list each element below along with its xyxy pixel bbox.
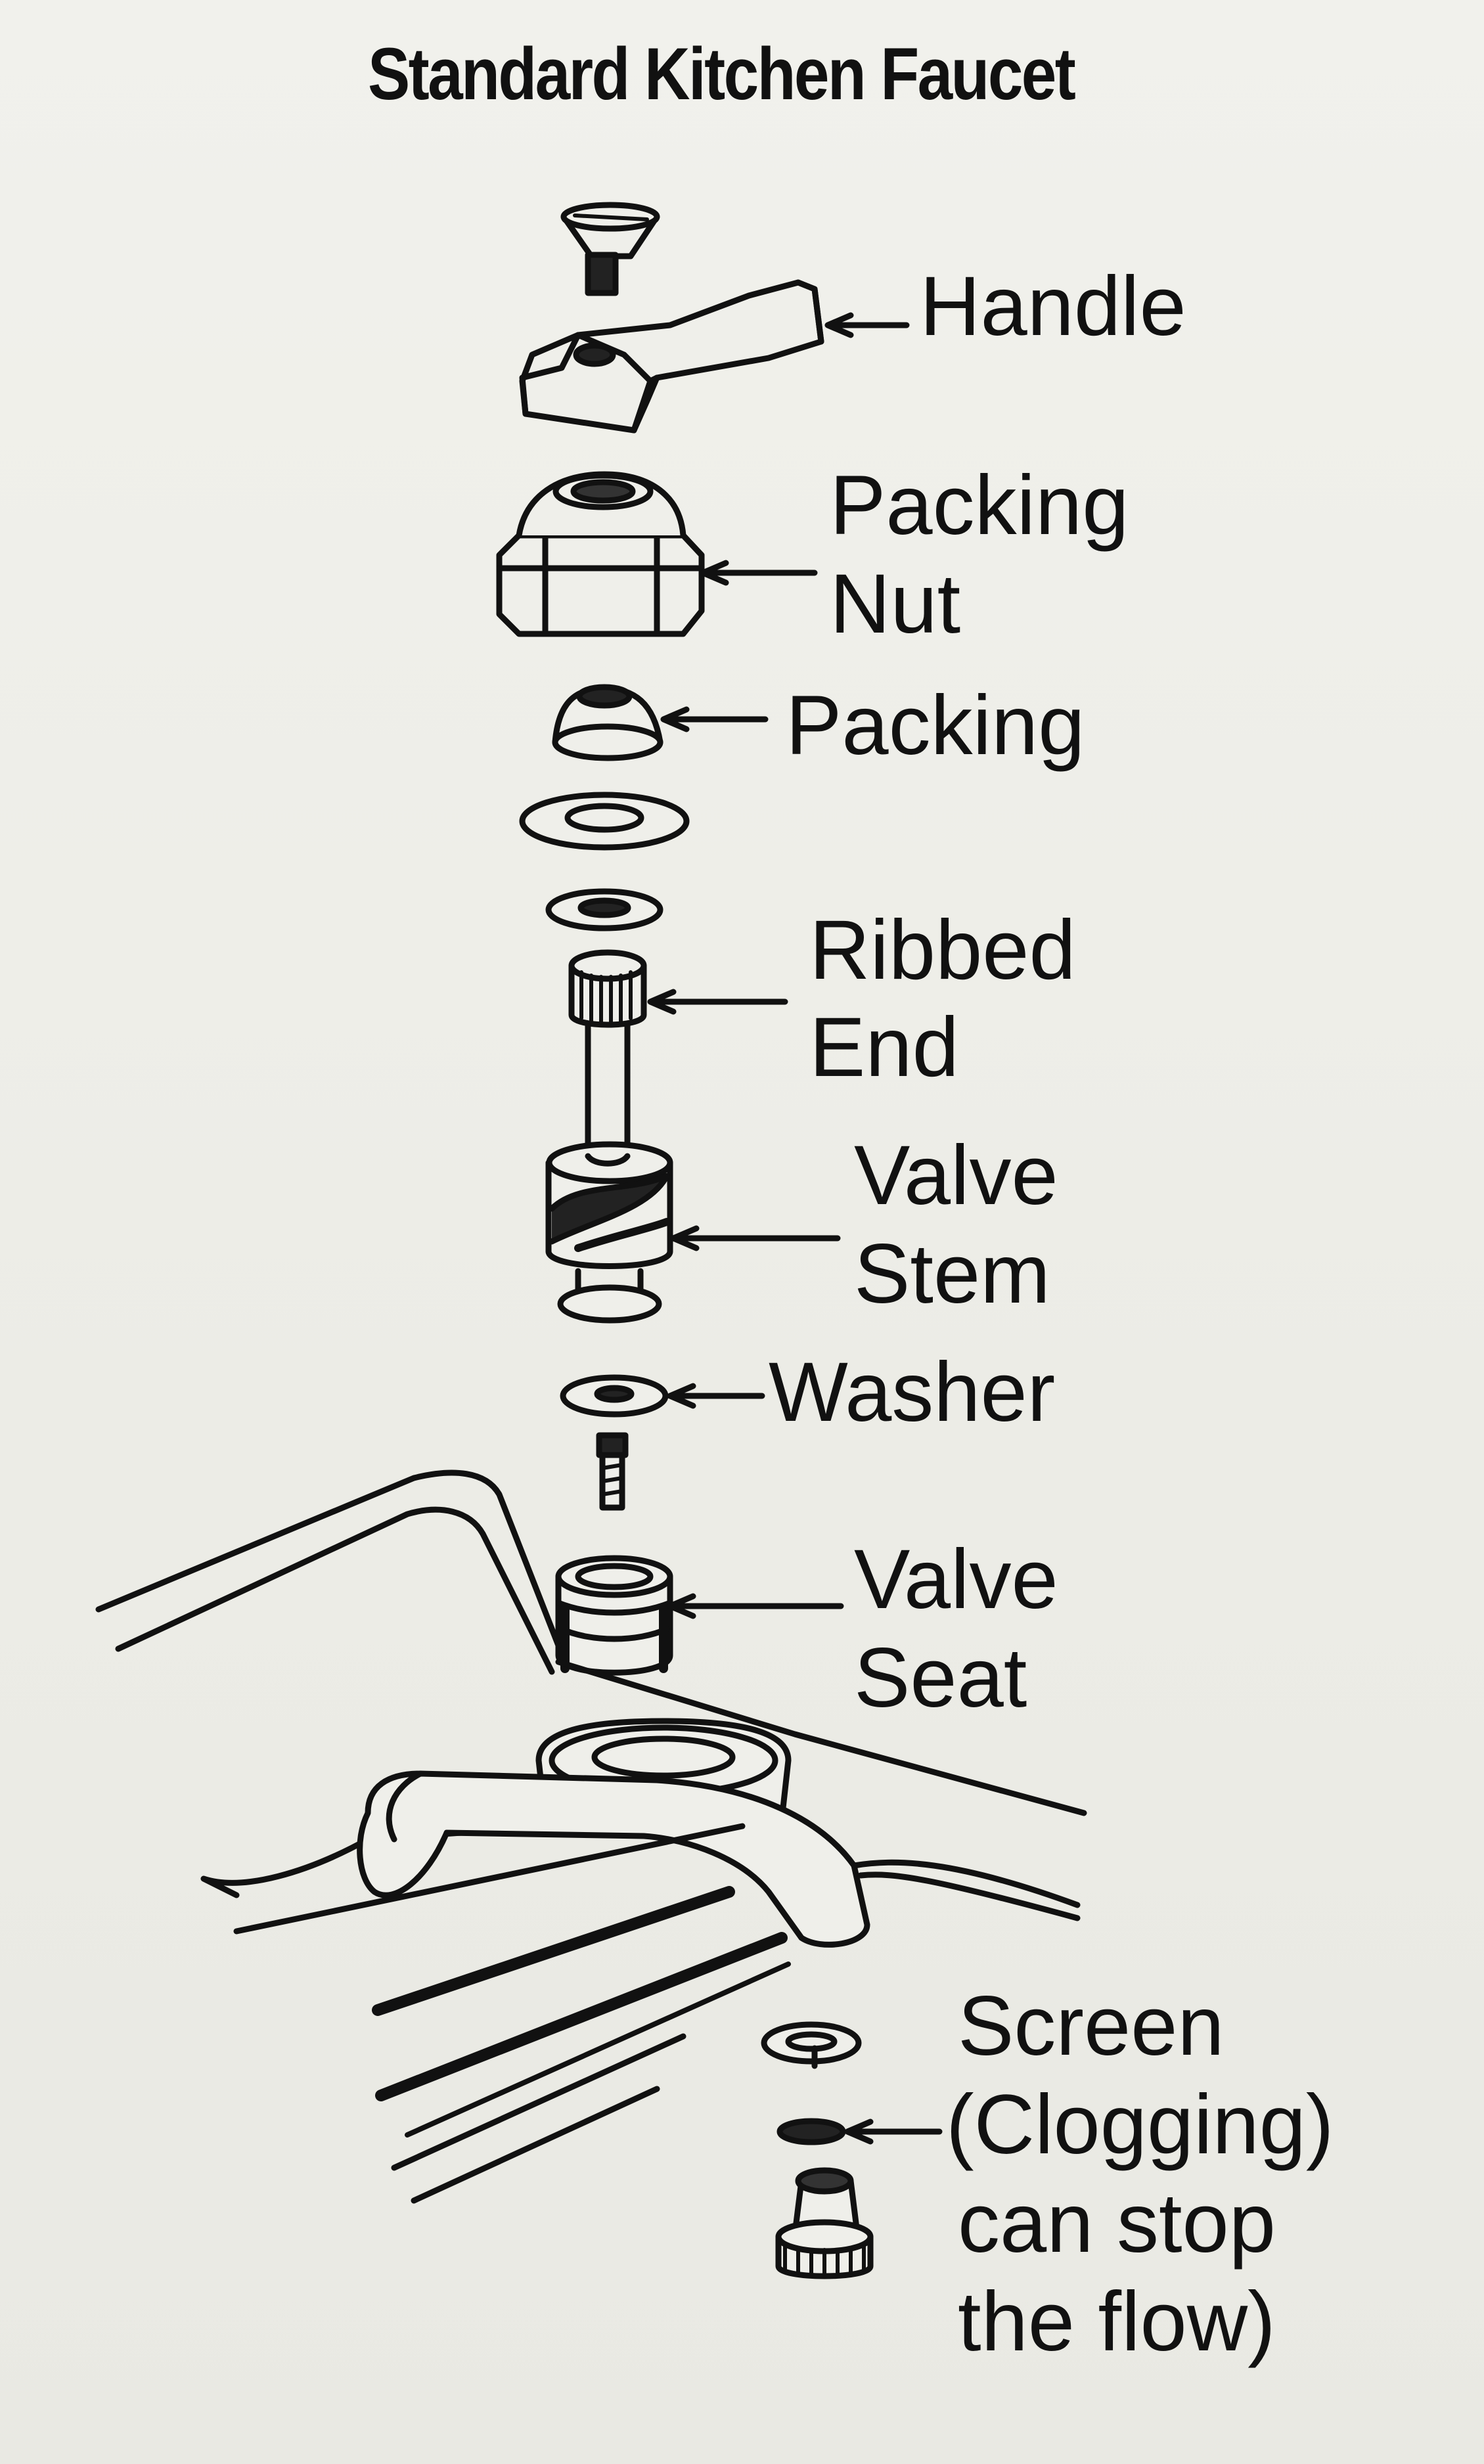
packing-nut-part [496, 471, 705, 637]
label-washer: Washer [769, 1345, 1056, 1439]
handle-part [519, 279, 824, 434]
faucet-spout [357, 1718, 1081, 1948]
arrow-valve-seat [667, 1593, 844, 1619]
diagram-title: Standard Kitchen Faucet [368, 33, 1076, 115]
label-screen-line1: Screen [958, 1979, 1225, 2073]
arrow-valve-stem [670, 1225, 841, 1251]
arrow-packing-nut [700, 560, 818, 586]
counter-lines [233, 1823, 791, 2204]
arrow-screen [844, 2118, 943, 2145]
label-screen-line2: (Clogging) [946, 2078, 1334, 2172]
label-handle: Handle [920, 259, 1186, 353]
label-screen-line4: the flow) [958, 2275, 1276, 2369]
label-valve-seat-line1: Valve [854, 1533, 1058, 1626]
arrow-packing [660, 706, 769, 732]
small-washer [545, 888, 663, 931]
valve-stem-part [545, 949, 673, 1324]
label-valve-stem-line2: Stem [854, 1227, 1050, 1321]
arrow-handle [824, 312, 910, 338]
label-valve-seat-line2: Seat [854, 1631, 1027, 1725]
packing-part [552, 684, 663, 761]
arrow-ribbed-end [647, 989, 788, 1015]
label-packing: Packing [786, 679, 1085, 773]
label-ribbed-end-line1: Ribbed [809, 903, 1076, 997]
label-ribbed-end-line2: End [809, 1000, 959, 1094]
label-packing-nut-line2: Nut [830, 557, 961, 651]
valve-seat-part [555, 1555, 673, 1676]
handle-screw [560, 202, 660, 296]
label-packing-nut-line1: Packing [830, 459, 1129, 552]
washer-part [560, 1374, 669, 1418]
arrow-washer [667, 1383, 765, 1409]
label-valve-stem-line1: Valve [854, 1129, 1058, 1222]
washer-screw [596, 1432, 629, 1511]
screen-parts [761, 2021, 874, 2279]
label-screen-line3: can stop [958, 2176, 1276, 2270]
large-washer [519, 792, 690, 851]
